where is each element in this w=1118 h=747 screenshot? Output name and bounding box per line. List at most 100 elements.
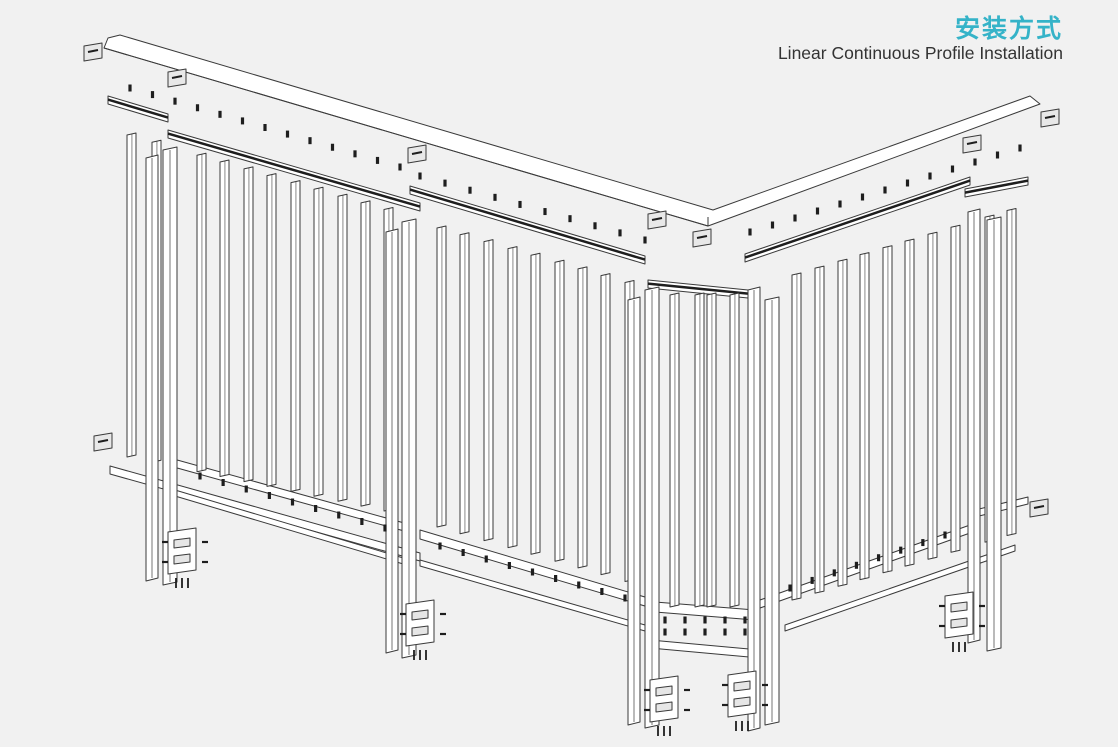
screw-row-upper-left-10 xyxy=(353,150,357,158)
screw-row-upper-left-6 xyxy=(263,124,267,131)
slat-mid-5 xyxy=(554,259,565,562)
screw-row-lower-corner-0 xyxy=(663,616,667,624)
slat-mid-0 xyxy=(436,225,447,528)
upper-rail-right-b-groove xyxy=(964,179,1029,194)
slat-left-8 xyxy=(337,193,348,502)
slat-mid-2 xyxy=(483,239,494,542)
slat-mid-1 xyxy=(459,232,470,535)
upper-rail-right-a-groove xyxy=(744,179,971,259)
base-bracket-corner-a-clamp-bottom xyxy=(655,701,673,713)
screw-row-lower-right-2 xyxy=(832,569,836,577)
screw-row-upper-right-3 xyxy=(815,207,820,215)
base-bracket-corner-a xyxy=(649,675,679,723)
screw-row-upper-mid-4 xyxy=(518,200,522,208)
base-bracket-left-clamp-bottom xyxy=(173,553,191,565)
top-cap-edge xyxy=(103,47,709,227)
slat-mid-7 xyxy=(600,273,611,576)
screw-row-lower-right-4 xyxy=(876,554,881,562)
screw-row-upper-right-11 xyxy=(995,151,1000,159)
slat-right-4 xyxy=(882,245,893,574)
screw-row-upper-left-1 xyxy=(150,91,155,99)
end-clip-left-screw xyxy=(87,49,99,53)
screw-row-upper-mid-0 xyxy=(418,172,422,180)
screw-row-lower-left-2 xyxy=(244,485,248,493)
screw-row-lower-corner-b-3 xyxy=(723,628,727,636)
screw-row-lower-left-1 xyxy=(221,479,225,486)
base-bracket-mid-clamp-top xyxy=(411,609,429,621)
slat-mid-6 xyxy=(577,266,588,569)
screw-row-lower-corner-b-2 xyxy=(703,628,707,636)
slat-right-6 xyxy=(927,231,938,560)
lower-rail-corner-low xyxy=(649,639,761,659)
screw-row-lower-mid-3 xyxy=(507,562,511,569)
screw-row-upper-left-7 xyxy=(285,130,290,138)
screw-row-upper-left-0 xyxy=(128,84,132,92)
base-bracket-corner-b xyxy=(727,670,757,718)
screw-row-upper-left-3 xyxy=(195,104,200,112)
screw-row-lower-mid-4 xyxy=(530,568,535,576)
slat-corner-3 xyxy=(729,292,740,608)
screw-row-lower-corner-4 xyxy=(743,616,747,624)
screw-row-lower-right-7 xyxy=(943,531,947,539)
screw-row-upper-mid-6 xyxy=(568,215,572,223)
screw-row-upper-left-2 xyxy=(173,97,177,105)
upper-rail-left-c-groove xyxy=(409,188,646,261)
base-bracket-mid xyxy=(405,599,435,647)
screw-row-upper-right-10 xyxy=(973,158,977,166)
base-bracket-corner-b-clamp-bottom xyxy=(733,696,751,708)
screw-row-lower-mid-5 xyxy=(554,575,558,582)
slats-layer xyxy=(126,132,1017,608)
screw-row-lower-corner-2 xyxy=(703,616,707,624)
base-bracket-corner-b-clamp-top xyxy=(733,680,751,692)
screw-row-lower-left-3 xyxy=(267,492,271,499)
cap-clip-a-screw xyxy=(411,151,423,155)
lower-end-tab-left-screw xyxy=(97,439,109,443)
slat-mid-4 xyxy=(530,252,541,555)
slat-left-7 xyxy=(313,186,324,497)
screw-row-lower-corner-3 xyxy=(723,616,727,624)
page-subtitle: Linear Continuous Profile Installation xyxy=(777,43,1063,63)
screw-row-upper-mid-5 xyxy=(543,208,547,216)
screw-row-lower-left-5 xyxy=(314,505,318,512)
screw-row-lower-left-0 xyxy=(198,472,202,480)
screw-row-upper-mid-2 xyxy=(468,186,472,194)
screw-row-lower-mid-7 xyxy=(600,588,604,595)
base-bracket-right xyxy=(944,591,974,639)
slat-left-4 xyxy=(243,166,254,483)
slat-corner-2 xyxy=(706,292,717,608)
fasteners-layer xyxy=(128,84,1022,636)
lower-end-tab-right-screw xyxy=(1033,505,1045,509)
screw-row-lower-left-7 xyxy=(360,518,364,525)
screw-row-upper-left-12 xyxy=(398,163,402,171)
brackets-layer xyxy=(83,42,1060,736)
screw-row-upper-right-5 xyxy=(860,193,865,201)
cap-clip-c-screw xyxy=(171,75,183,79)
slat-left-2 xyxy=(196,152,207,473)
slat-corner-1 xyxy=(694,292,705,608)
screw-row-upper-left-5 xyxy=(240,117,245,125)
screw-row-lower-right-3 xyxy=(854,561,859,569)
screw-row-lower-corner-b-0 xyxy=(663,628,667,636)
slat-right-0 xyxy=(791,272,802,601)
upper-rail-left-a-groove xyxy=(107,98,169,119)
screw-row-upper-right-6 xyxy=(883,186,887,194)
slat-left-9 xyxy=(360,200,371,507)
screw-row-lower-right-5 xyxy=(899,546,903,554)
base-bracket-right-clamp-bottom xyxy=(950,617,968,629)
screw-row-lower-corner-b-4 xyxy=(743,628,747,636)
screw-row-upper-left-9 xyxy=(330,143,335,151)
slat-left-5 xyxy=(266,173,277,487)
screw-row-upper-right-12 xyxy=(1018,144,1022,152)
slat-left-3 xyxy=(219,159,230,477)
title-block: 安装方式 Linear Continuous Profile Installat… xyxy=(778,14,1063,63)
base-bracket-corner-a-clamp-top xyxy=(655,685,673,697)
screw-row-upper-left-8 xyxy=(308,137,312,145)
base-bracket-left-clamp-top xyxy=(173,537,191,549)
screw-row-upper-right-8 xyxy=(928,172,932,180)
end-clip-right-screw xyxy=(1044,115,1056,119)
slat-right-5 xyxy=(904,238,915,567)
slat-right-7 xyxy=(950,224,961,553)
screw-row-upper-right-2 xyxy=(793,214,797,222)
